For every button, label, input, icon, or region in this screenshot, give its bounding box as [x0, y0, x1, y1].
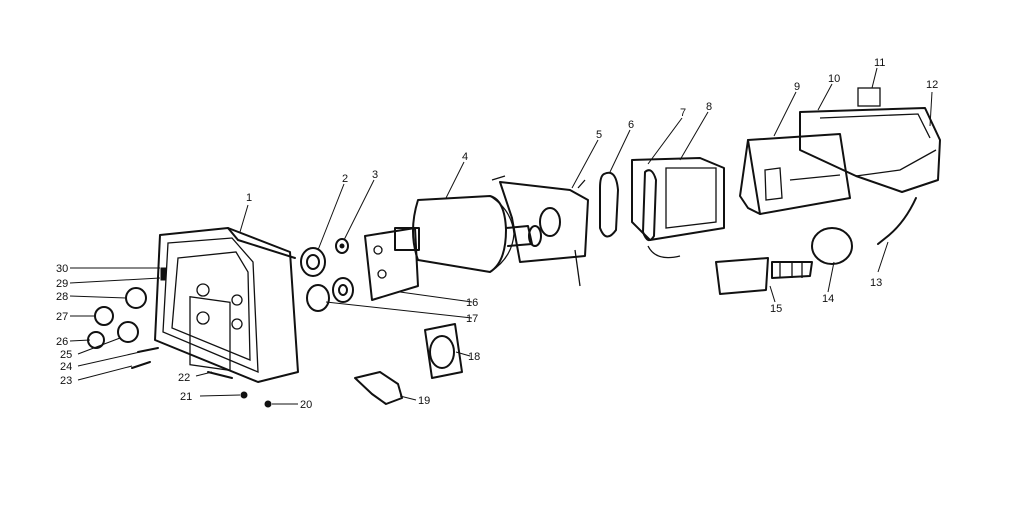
part-9-chassis	[739, 133, 851, 215]
callout-numbers: 1 2 3 4 5 6 7 8 9 10 11 12 13 14 15 16 1…	[56, 57, 938, 411]
part-18-speaker-frame	[424, 323, 463, 379]
part-16-17-knobs	[306, 277, 354, 312]
callout-20: 20	[300, 399, 312, 411]
leader-lines	[69, 67, 933, 405]
callout-28: 28	[56, 291, 68, 303]
callout-9: 9	[794, 81, 800, 93]
callout-14: 14	[822, 293, 834, 305]
callout-24: 24	[60, 361, 72, 373]
part-1-front-cabinet	[154, 227, 299, 383]
part-5-bracket	[491, 175, 589, 287]
callout-30: 30	[56, 263, 68, 275]
part-19-bracket	[354, 371, 403, 405]
part-15-boards	[715, 257, 813, 295]
part-7-8-frames	[631, 157, 725, 259]
callout-1: 1	[246, 192, 252, 204]
callout-8: 8	[706, 101, 712, 113]
callout-4: 4	[462, 151, 468, 163]
callout-29: 29	[56, 278, 68, 290]
callout-27: 27	[56, 311, 68, 323]
part-3-knob	[335, 238, 349, 254]
callout-3: 3	[372, 169, 378, 181]
part-6-ring	[599, 171, 619, 238]
callout-23: 23	[60, 375, 72, 387]
callout-25: 25	[60, 349, 72, 361]
part-2-knob	[300, 247, 326, 277]
callout-12: 12	[926, 79, 938, 91]
callout-6: 6	[628, 119, 634, 131]
small-hardware	[87, 287, 272, 408]
callout-11: 11	[874, 57, 885, 69]
callout-13: 13	[870, 277, 882, 289]
callout-16: 16	[466, 297, 478, 309]
part-13-cord	[877, 197, 917, 245]
callout-7: 7	[680, 107, 686, 119]
control-bracket	[364, 227, 420, 301]
callout-17: 17	[466, 313, 478, 325]
callout-5: 5	[596, 129, 602, 141]
callout-10: 10	[828, 73, 840, 85]
part-14-speaker	[811, 227, 853, 265]
callout-21: 21	[180, 391, 192, 403]
callout-18: 18	[468, 351, 480, 363]
callout-2: 2	[342, 173, 348, 185]
callout-22: 22	[178, 372, 190, 384]
callout-26: 26	[56, 336, 68, 348]
callout-19: 19	[418, 395, 430, 407]
part-10-back-cover	[799, 87, 941, 193]
callout-15: 15	[770, 303, 782, 315]
part-4-picture-tube	[412, 195, 542, 273]
